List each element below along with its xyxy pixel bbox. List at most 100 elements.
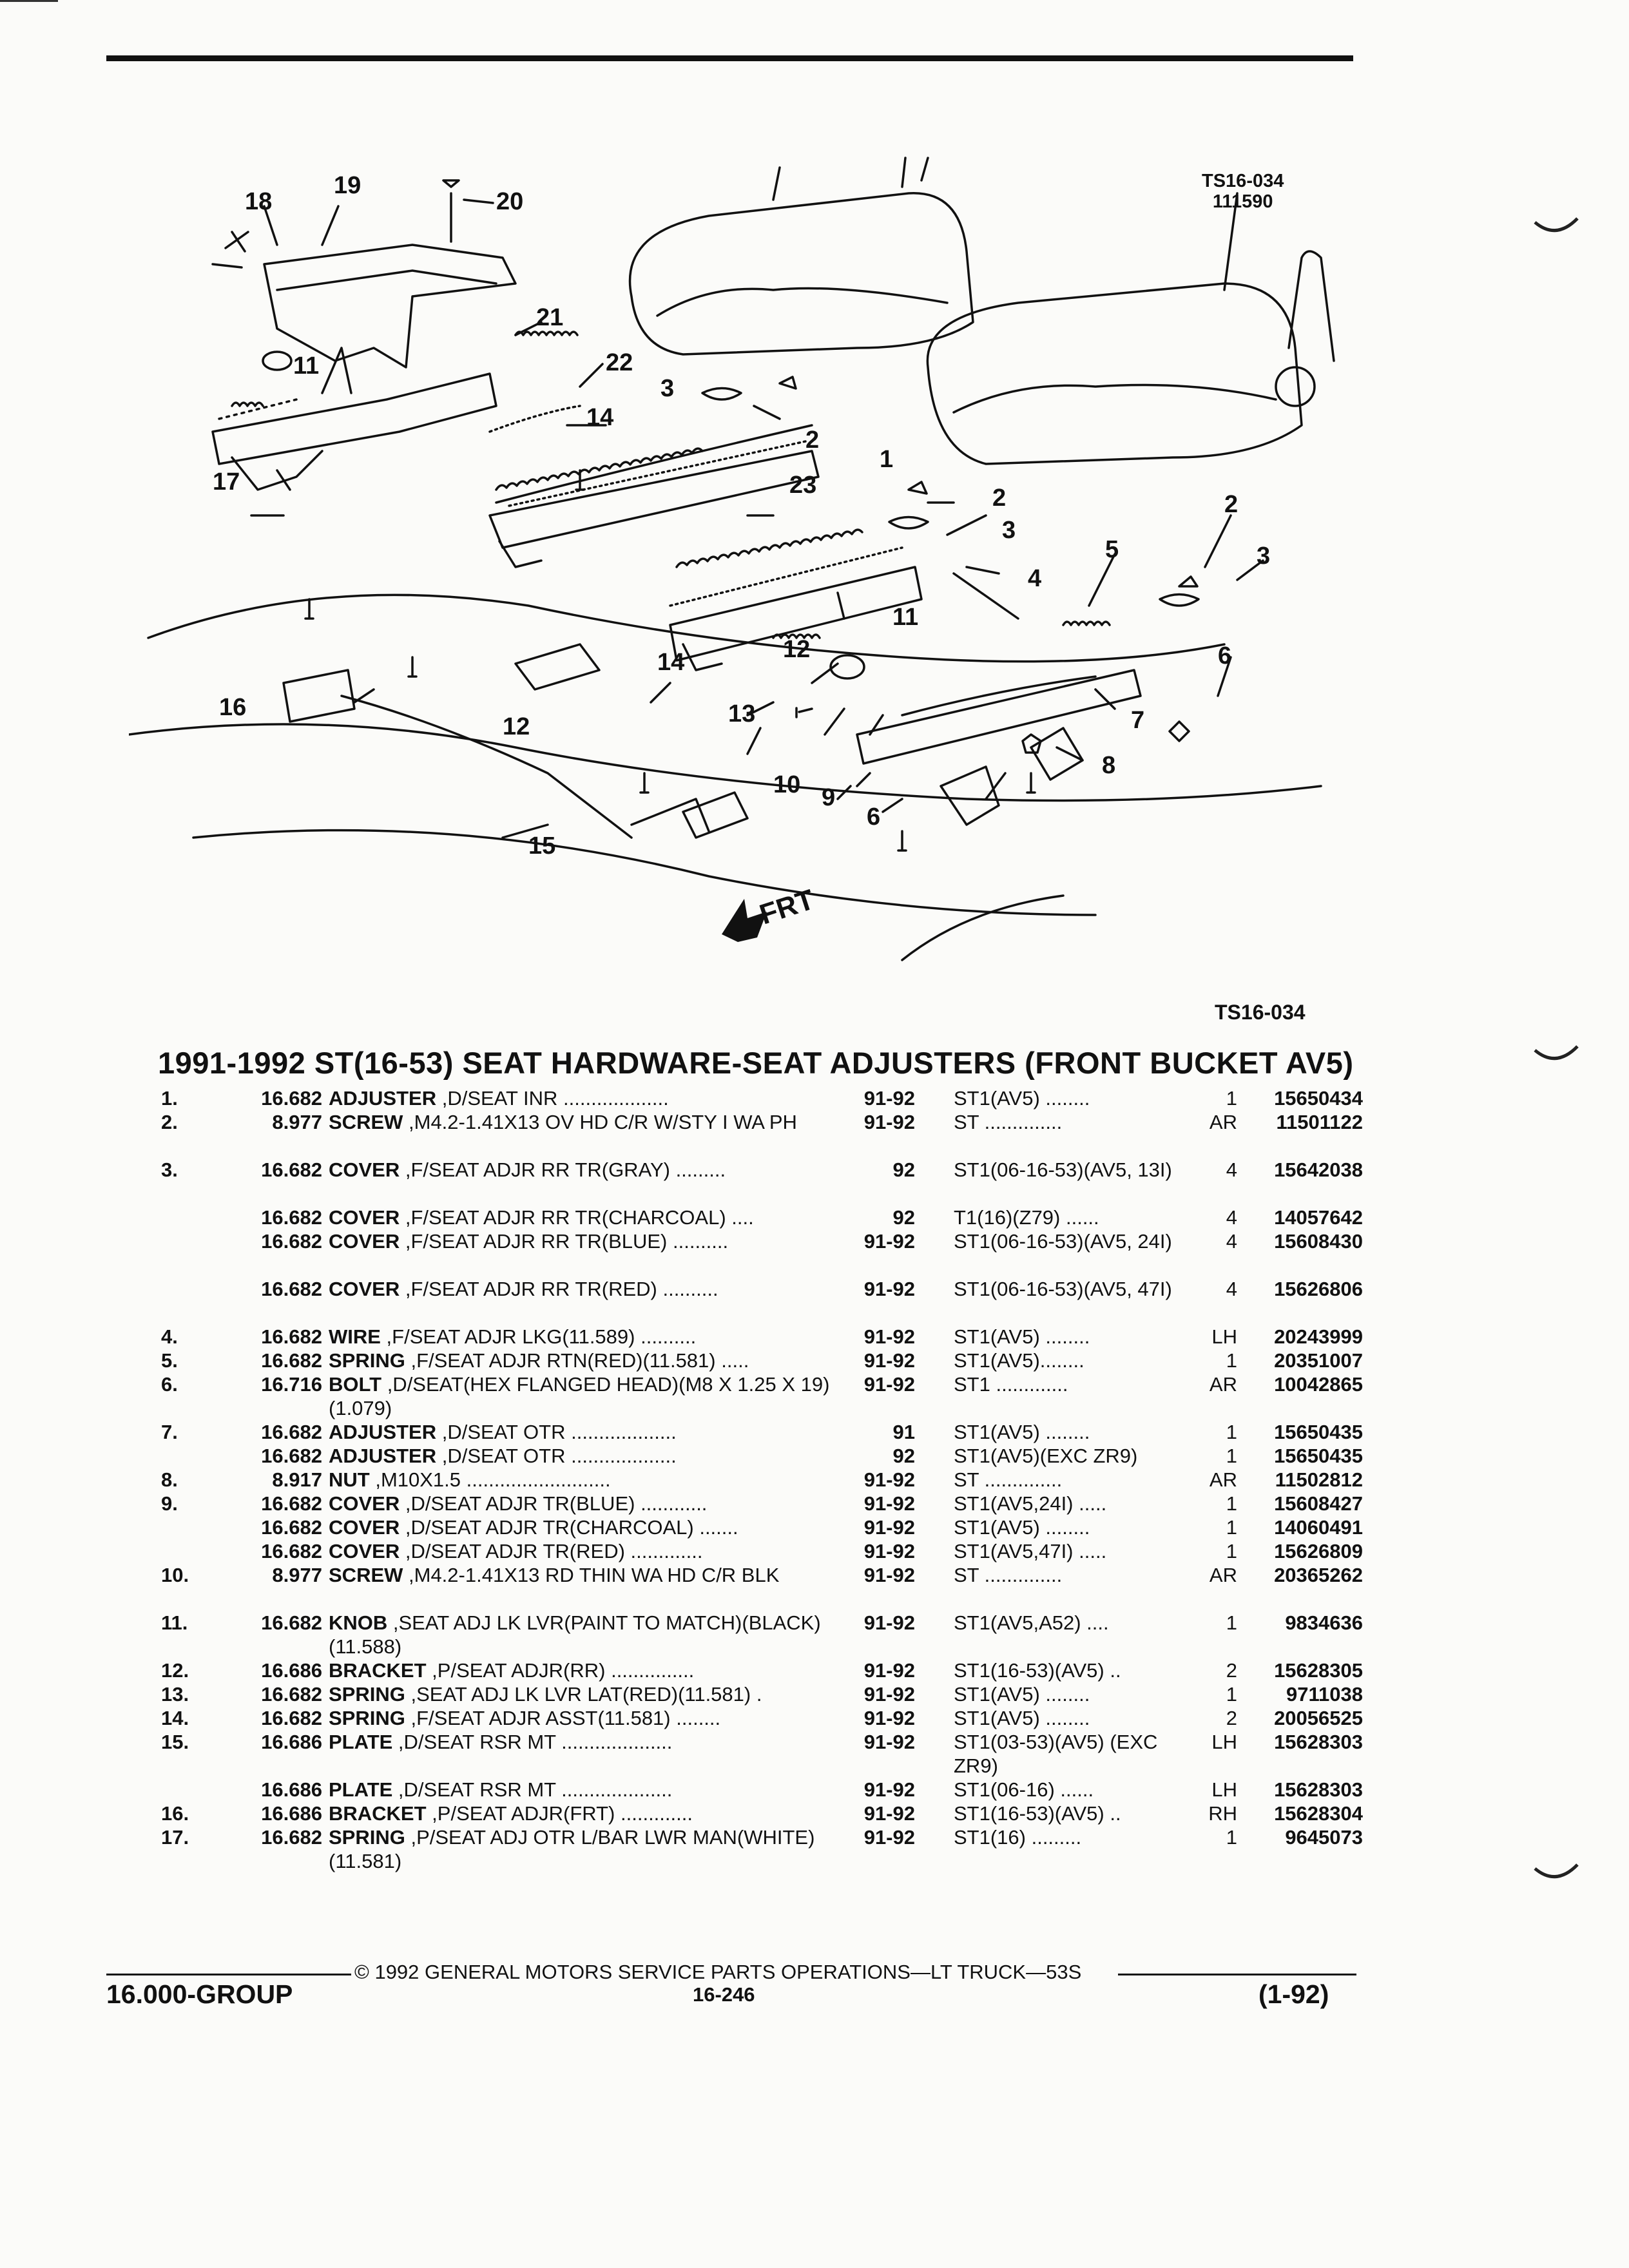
- part-number: 14060491: [1274, 1516, 1363, 1539]
- group-number: 16.686: [261, 1802, 322, 1825]
- callout-16: 16: [219, 694, 246, 721]
- group-number: 16.686: [261, 1731, 322, 1753]
- revision-date: (1-92): [1258, 1979, 1329, 2009]
- application: ST ..............: [954, 1111, 1063, 1133]
- model-years: 91-92: [863, 1802, 915, 1825]
- description-name: SPRING: [329, 1349, 405, 1372]
- part-description: BRACKET ,P/SEAT ADJR(RR) ...............: [329, 1658, 831, 1682]
- footer-group: 16.000-GROUP: [106, 1979, 293, 2009]
- description-rest: ,SEAT ADJ LK LVR(PAINT TO MATCH)(BLACK)(…: [329, 1611, 821, 1658]
- application: ST1(06-16-53)(AV5, 24I): [954, 1230, 1172, 1253]
- figure-number-line: 111590: [1212, 191, 1273, 212]
- callout-21: 21: [536, 304, 563, 331]
- quantity: LH: [1211, 1778, 1237, 1801]
- model-years: 91-92: [863, 1516, 915, 1539]
- item-number: 2.: [161, 1111, 178, 1133]
- callout-2: 2: [805, 427, 819, 454]
- model-years: 91-92: [863, 1111, 915, 1133]
- callout-12: 12: [503, 713, 530, 740]
- callout-18: 18: [245, 188, 272, 215]
- model-years: 91-92: [863, 1492, 915, 1515]
- application: ST1(AV5) ........: [954, 1325, 1090, 1348]
- header-rule: [106, 55, 1353, 61]
- part-description: COVER ,D/SEAT ADJR TR(CHARCOAL) .......: [329, 1515, 831, 1539]
- description-name: COVER: [329, 1278, 400, 1300]
- description-leader: .: [751, 1683, 762, 1706]
- group-number: 16.682: [261, 1492, 322, 1515]
- quantity: 1: [1226, 1349, 1237, 1372]
- quantity: RH: [1208, 1802, 1237, 1825]
- description-name: SCREW: [329, 1111, 403, 1133]
- part-description: ADJUSTER ,D/SEAT OTR ...................: [329, 1444, 831, 1468]
- callout-6: 6: [1218, 642, 1231, 669]
- callout-11: 11: [293, 352, 319, 380]
- application: ST1 .............: [954, 1373, 1068, 1396]
- description-leader: ...................: [557, 1087, 669, 1110]
- part-number: 9645073: [1285, 1826, 1363, 1849]
- quantity: AR: [1209, 1111, 1237, 1133]
- description-name: COVER: [329, 1206, 400, 1229]
- application: ST1(16-53)(AV5) ..: [954, 1659, 1121, 1682]
- callout-2: 2: [992, 485, 1006, 512]
- quantity: 1: [1226, 1826, 1237, 1849]
- description-rest: ,F/SEAT ADJR RR TR(GRAY): [400, 1158, 670, 1181]
- quantity: 1: [1226, 1445, 1237, 1467]
- part-number: 15608430: [1274, 1230, 1363, 1253]
- description-rest: ,D/SEAT ADJR TR(BLUE): [400, 1492, 635, 1515]
- description-name: ADJUSTER: [329, 1421, 437, 1443]
- description-rest: ,D/SEAT ADJR TR(CHARCOAL): [400, 1516, 694, 1539]
- group-number: 16.682: [261, 1158, 322, 1181]
- part-description: SPRING ,F/SEAT ADJR ASST(11.581) .......…: [329, 1706, 831, 1730]
- description-name: SPRING: [329, 1707, 405, 1729]
- description-rest: ,F/SEAT ADJR RR TR(RED): [400, 1278, 657, 1300]
- callout-9: 9: [822, 784, 835, 811]
- description-name: SCREW: [329, 1564, 403, 1586]
- diagram-artwork: FRT 18 19 20 21 22 11 17 14 3 2 23 1 2 3…: [128, 157, 1335, 961]
- description-leader: ..........: [657, 1278, 718, 1300]
- footer-rule-left: [106, 1974, 351, 1975]
- application: ST1(AV5,47I) .....: [954, 1540, 1107, 1562]
- item-number: 13.: [161, 1683, 189, 1706]
- description-rest: ,D/SEAT RSR MT: [392, 1778, 556, 1801]
- quantity: 2: [1226, 1707, 1237, 1729]
- callout-23: 23: [789, 472, 816, 499]
- part-number: 9834636: [1285, 1611, 1363, 1634]
- item-number: 12.: [161, 1659, 189, 1682]
- description-name: BOLT: [329, 1373, 382, 1396]
- quantity: 4: [1226, 1158, 1237, 1181]
- group-number: 16.682: [261, 1230, 322, 1253]
- part-number: 15650434: [1274, 1087, 1363, 1110]
- model-years: 91: [892, 1421, 915, 1443]
- part-description: COVER ,F/SEAT ADJR RR TR(GRAY) .........: [329, 1158, 831, 1182]
- callout-11: 11: [892, 604, 918, 631]
- figure-reference: TS16-034: [1215, 1001, 1306, 1024]
- callout-17: 17: [213, 468, 240, 495]
- description-name: KNOB: [329, 1611, 388, 1634]
- description-leader: ..........: [635, 1325, 697, 1348]
- description-leader: ...................: [565, 1421, 677, 1443]
- part-number: 15642038: [1274, 1158, 1363, 1181]
- item-number: 11.: [161, 1611, 188, 1634]
- model-years: 91-92: [863, 1611, 915, 1634]
- part-number: 10042865: [1274, 1373, 1363, 1396]
- description-name: COVER: [329, 1492, 400, 1515]
- model-years: 91-92: [863, 1468, 915, 1491]
- description-leader: ...............: [605, 1659, 695, 1682]
- part-number: 15628303: [1274, 1778, 1363, 1801]
- part-number: 20351007: [1274, 1349, 1363, 1372]
- description-name: ADJUSTER: [329, 1445, 437, 1467]
- group-number: 8.977: [272, 1564, 322, 1586]
- section-title: 1991-1992 ST(16-53) SEAT HARDWARE-SEAT A…: [158, 1046, 1354, 1080]
- callout-3: 3: [660, 375, 674, 402]
- callout-1: 1: [880, 446, 893, 473]
- application: ST1(AV5)(EXC ZR9): [954, 1445, 1138, 1467]
- item-number: 5.: [161, 1349, 178, 1372]
